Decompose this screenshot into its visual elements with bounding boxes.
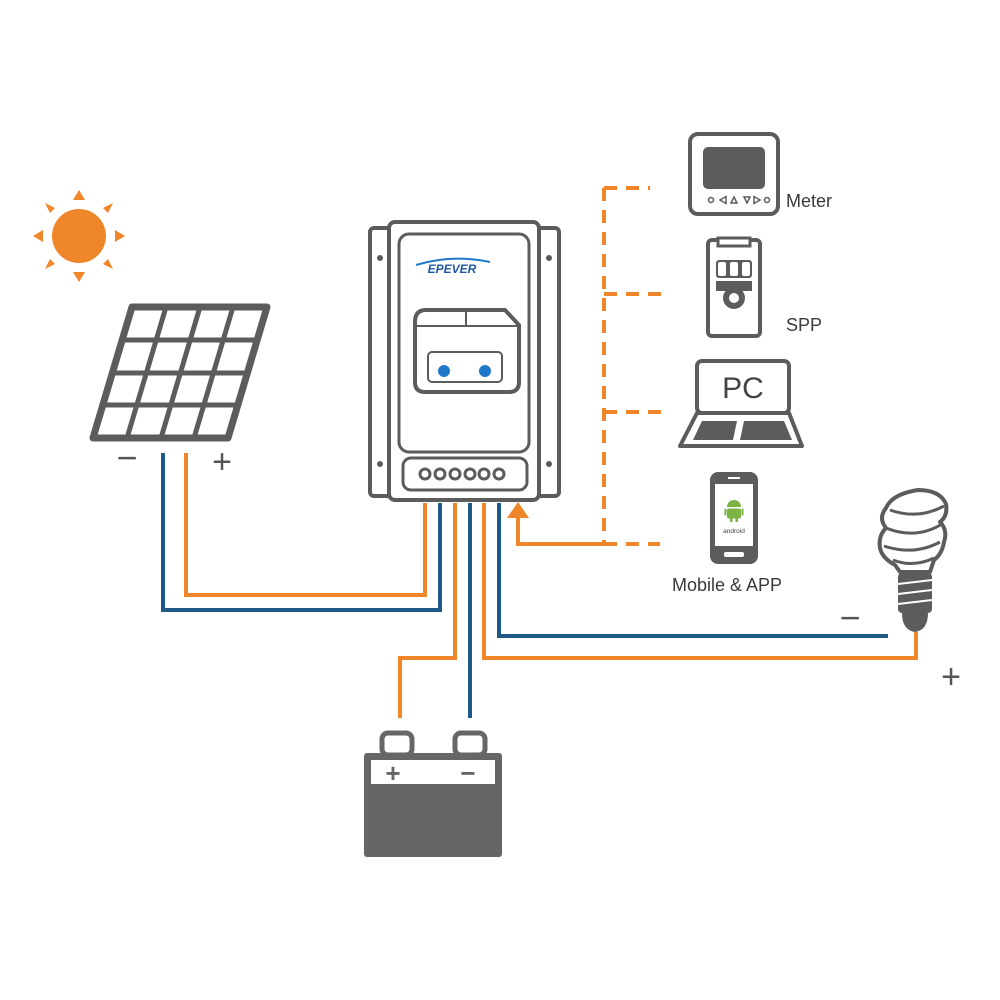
pv-positive-wire [184, 453, 427, 597]
battery-positive-wire [398, 503, 457, 718]
controller-button-right [479, 365, 491, 377]
laptop-icon [678, 359, 804, 448]
light-bulb-icon [877, 488, 949, 632]
pv-positive-sign: + [212, 443, 232, 481]
battery-negative-sign: − [460, 758, 475, 788]
load-negative-sign: − [839, 597, 860, 638]
comm-bus [602, 186, 664, 546]
sun-icon [33, 190, 125, 282]
meter-icon [688, 132, 780, 216]
load-positive-wire [482, 503, 918, 660]
brand-logo: EPEVER [428, 262, 477, 276]
solar-panel-icon [89, 303, 271, 442]
charge-controller: EPEVER [368, 220, 561, 502]
load-positive-sign: + [941, 658, 961, 696]
pv-negative-sign: − [116, 437, 137, 478]
controller-button-left [438, 365, 450, 377]
battery-icon [364, 730, 502, 857]
battery-positive-sign: + [385, 758, 400, 788]
load-negative-wire [497, 503, 888, 638]
meter-label: Meter [786, 191, 832, 211]
spp-label: SPP [786, 315, 822, 335]
pv-negative-wire [161, 453, 442, 612]
wires [161, 453, 918, 718]
comm-arrow [507, 502, 604, 546]
mobile-label: Mobile & APP [672, 575, 782, 595]
android-text: android [723, 528, 745, 535]
smartphone-icon [710, 472, 758, 564]
laptop-screen-text: PC [722, 372, 764, 405]
spp-icon [706, 236, 762, 338]
